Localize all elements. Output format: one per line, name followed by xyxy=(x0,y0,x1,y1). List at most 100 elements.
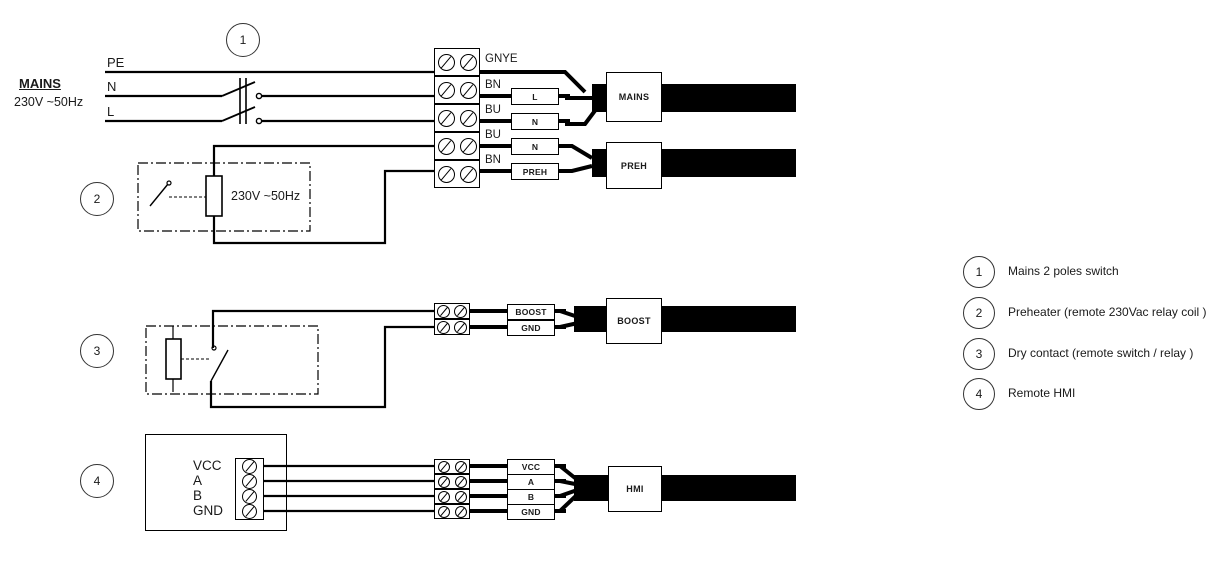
legend-callout-circle-1: 1 xyxy=(963,256,995,288)
device-box-preheater[interactable]: PREH xyxy=(606,142,662,189)
callout-number-1: 1 xyxy=(239,33,247,47)
screw-icon xyxy=(242,489,257,504)
callout-circle-3: 3 xyxy=(80,334,114,368)
callout-number-2: 2 xyxy=(93,192,101,206)
relay-coil-symbol xyxy=(205,175,223,217)
screw-icon xyxy=(454,490,467,503)
hmi-port-label-vcc: VCC xyxy=(193,458,222,473)
terminal-row-bn-preheater[interactable] xyxy=(434,160,480,188)
callout-number-4: 4 xyxy=(93,474,101,488)
screw-icon xyxy=(454,320,467,334)
legend-callout-number: 3 xyxy=(975,347,983,361)
screw-icon xyxy=(459,109,477,127)
mains-source-title: MAINS xyxy=(19,76,61,91)
screw-icon xyxy=(459,137,477,155)
hmi-device-terminal-strip[interactable] xyxy=(235,458,264,520)
callout-number-3: 3 xyxy=(93,344,101,358)
screw-icon xyxy=(242,504,257,519)
wire-tag-label: A xyxy=(527,477,535,487)
screw-icon xyxy=(437,165,455,183)
wire-tag-label: VCC xyxy=(521,462,541,472)
terminal-row-hmi-a[interactable] xyxy=(434,474,470,489)
device-box-hmi[interactable]: HMI xyxy=(608,466,662,512)
wire-code-bn-preheater: BN xyxy=(485,154,501,166)
hmi-device-enclosure xyxy=(145,434,287,531)
hmi-port-label-b: B xyxy=(193,488,203,503)
wire-tag-label: BOOST xyxy=(515,307,547,317)
terminal-row-hmi-gnd[interactable] xyxy=(434,504,470,519)
wire-code-bn-mains: BN xyxy=(485,79,501,91)
legend-callout-number: 4 xyxy=(975,387,983,401)
screw-icon xyxy=(437,505,450,518)
screw-icon xyxy=(437,81,455,99)
legend-text-4: Remote HMI xyxy=(1008,386,1076,400)
terminal-row-bn-mains[interactable] xyxy=(434,76,480,104)
wire-tag-label: N xyxy=(531,141,539,152)
dry-contact-switch-symbol xyxy=(172,326,229,392)
terminal-row-gnd-boost[interactable] xyxy=(434,319,470,335)
boost-terminal-block[interactable] xyxy=(434,303,470,335)
legend-callout-number: 1 xyxy=(975,265,983,279)
terminal-row-bu-mains[interactable] xyxy=(434,104,480,132)
screw-icon xyxy=(454,505,467,518)
wire-tag-label: L xyxy=(532,91,538,102)
relay-coil-dashed-enclosure xyxy=(137,162,311,232)
screw-icon xyxy=(437,53,455,71)
legend-text-2: Preheater (remote 230Vac relay coil ) xyxy=(1008,305,1207,319)
legend-text-1: Mains 2 poles switch xyxy=(1008,264,1119,278)
wire-tag-label: PREH xyxy=(522,166,548,177)
wire-tag-label: GND xyxy=(521,323,541,333)
hmi-port-label-a: A xyxy=(193,473,203,488)
screw-icon xyxy=(437,320,450,334)
hmi-wiring xyxy=(264,464,437,513)
wire-tag-label: N xyxy=(531,116,539,127)
mains-source-subtitle: 230V ~50Hz xyxy=(14,95,84,109)
wire-tag-hmi-b: B xyxy=(507,489,555,505)
device-box-boost[interactable]: BOOST xyxy=(606,298,662,344)
wire-tag-hmi-vcc: VCC xyxy=(507,459,555,475)
device-label: MAINS xyxy=(618,92,650,102)
callout-circle-2: 2 xyxy=(80,182,114,216)
screw-icon xyxy=(437,490,450,503)
legend-text-3: Dry contact (remote switch / relay ) xyxy=(1008,346,1194,360)
wire-tag-boost-gnd: GND xyxy=(507,320,555,336)
terminal-row-hmi-b[interactable] xyxy=(434,489,470,504)
hmi-port-label-gnd: GND xyxy=(193,503,223,518)
screw-icon xyxy=(437,109,455,127)
mains-rails xyxy=(105,70,437,123)
wire-tag-label: GND xyxy=(521,507,541,517)
dry-contact-dashed-enclosure xyxy=(145,325,319,395)
relay-coil-voltage-label: 230V ~50Hz xyxy=(231,189,301,203)
wire-tag-hmi-gnd: GND xyxy=(507,504,555,520)
terminal-row-gnye[interactable] xyxy=(434,48,480,76)
legend-callout-circle-3: 3 xyxy=(963,338,995,370)
screw-icon xyxy=(454,475,467,488)
screw-icon xyxy=(459,81,477,99)
rail-label-l: L xyxy=(107,104,115,119)
hmi-terminal-block[interactable] xyxy=(434,459,470,519)
wire-tag-preheater-preh: PREH xyxy=(511,163,559,180)
wire-code-bu-preheater: BU xyxy=(485,129,501,141)
screw-icon xyxy=(459,165,477,183)
screw-icon xyxy=(454,304,467,318)
wire-tag-preheater-n: N xyxy=(511,138,559,155)
terminal-row-boost[interactable] xyxy=(434,303,470,319)
rail-label-n: N xyxy=(107,79,117,94)
terminal-row-bu-preheater[interactable] xyxy=(434,132,480,160)
main-terminal-block[interactable] xyxy=(434,48,480,188)
wire-tag-mains-n: N xyxy=(511,113,559,130)
rail-label-pe: PE xyxy=(107,55,125,70)
wire-tag-boost: BOOST xyxy=(507,304,555,320)
screw-icon xyxy=(437,460,450,473)
screw-icon xyxy=(437,137,455,155)
callout-circle-1: 1 xyxy=(226,23,260,57)
screw-icon xyxy=(454,460,467,473)
screw-icon xyxy=(459,53,477,71)
wire-tag-label: B xyxy=(527,492,535,502)
terminal-row-hmi-vcc[interactable] xyxy=(434,459,470,474)
device-box-mains[interactable]: MAINS xyxy=(606,72,662,122)
device-label: PREH xyxy=(620,160,648,171)
screw-icon xyxy=(242,459,257,474)
screw-icon xyxy=(242,474,257,489)
